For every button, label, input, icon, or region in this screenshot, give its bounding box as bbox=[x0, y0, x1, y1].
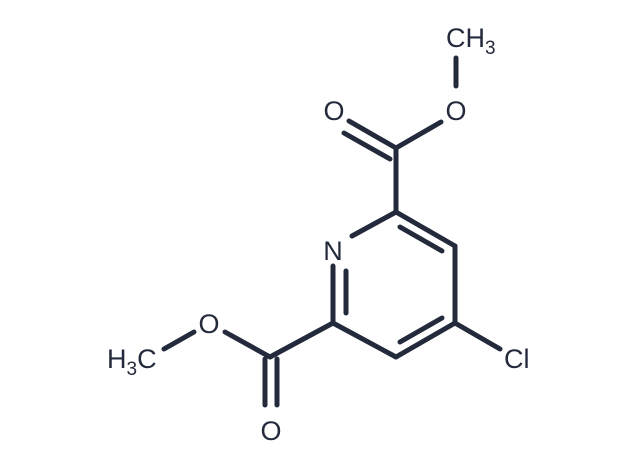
bond-carbonyl-double-a bbox=[346, 118, 399, 151]
atom-label-left-ester-o: O bbox=[198, 309, 219, 339]
left-methyl-c: C bbox=[137, 344, 157, 374]
left-methyl-h: H bbox=[107, 344, 127, 374]
bond-carbonyl-ester-o-left bbox=[222, 329, 273, 360]
atom-label-cl: Cl bbox=[504, 344, 530, 374]
top-ester-group bbox=[341, 55, 459, 215]
atom-label-top-carbonyl-o: O bbox=[323, 96, 344, 126]
atom-label-n: N bbox=[323, 236, 343, 266]
bond-c6-carbonyl bbox=[267, 320, 336, 360]
bond-c4-c5 bbox=[393, 320, 458, 360]
bond-c4-cl bbox=[452, 320, 503, 352]
bond-n-c2 bbox=[349, 209, 399, 239]
bond-carbonyl-double-b bbox=[341, 130, 393, 162]
top-methyl-subscript: 3 bbox=[485, 38, 496, 59]
pyridine-ring bbox=[330, 209, 458, 360]
bond-c4-c5-inner bbox=[397, 315, 445, 345]
bond-c2-c3 bbox=[393, 209, 458, 249]
bond-ester-o-methyl-left bbox=[161, 329, 197, 352]
left-ester-group bbox=[161, 320, 336, 408]
bond-c5-c6 bbox=[330, 320, 399, 360]
left-methyl-subscript: 3 bbox=[127, 359, 138, 380]
bond-c2-c3-inner bbox=[397, 224, 445, 254]
atom-label-bottom-carbonyl-o: O bbox=[260, 416, 281, 446]
atom-label-top-ester-o: O bbox=[445, 96, 466, 126]
top-methyl-ch: CH bbox=[446, 23, 485, 53]
atom-label-top-methyl: CH3 bbox=[446, 23, 496, 59]
bond-carbonyl-ester-o bbox=[393, 119, 444, 151]
atom-label-left-methyl: H3C bbox=[107, 344, 157, 380]
